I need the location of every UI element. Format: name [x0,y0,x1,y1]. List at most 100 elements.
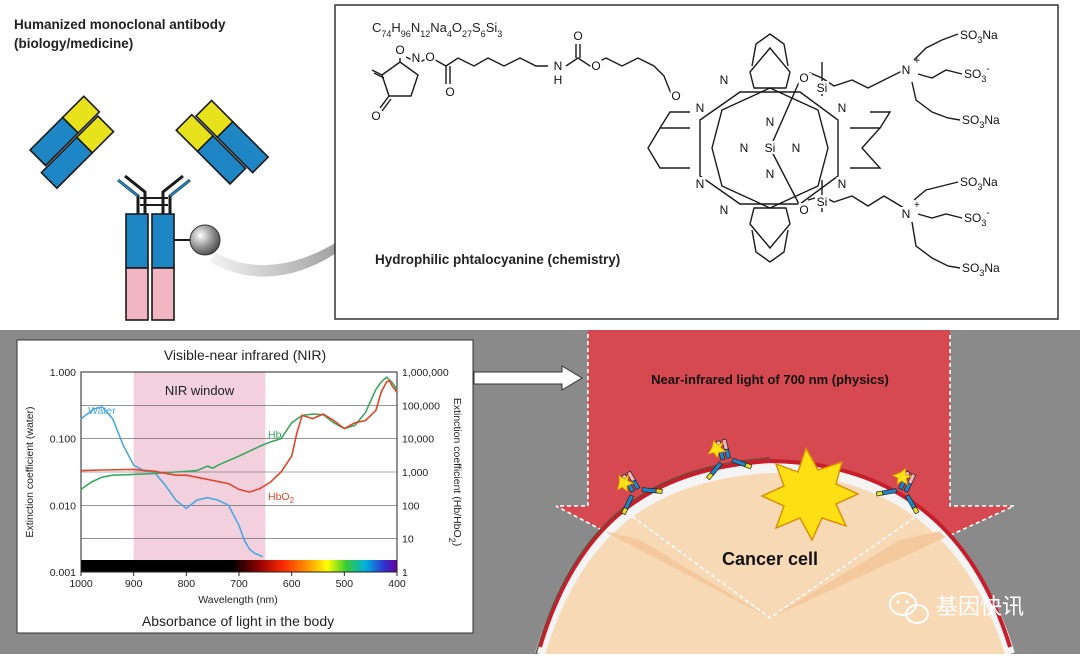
x-tick-label: 700 [230,578,248,590]
atom-label: N [554,59,563,73]
chart-plot: NIR window 1000 900 800 700 600 500 400 0.001 0.0… [50,367,449,590]
y-left-tick-label: 0.100 [50,434,76,446]
atom-label: Si [765,141,776,155]
atom-label: N [838,177,847,191]
sulfonate-label: SO3Na [960,175,998,192]
nir-window-label: NIR window [165,383,235,398]
cancer-cell-body [540,468,1010,654]
atom-label: Si [817,81,828,95]
y-left-tick-label: 1.000 [50,367,76,379]
atom-label: N [766,167,775,181]
atom-label: N [792,141,801,155]
charge-plus: + [914,56,920,67]
atom-label: O [799,71,808,85]
sulfonate-label: SO3Na [962,261,1000,278]
conjugate-ball [189,224,221,256]
chart-subtitle: Absorbance of light in the body [142,613,334,629]
y-axis-left-label: Extinction coefficient (water) [24,406,36,537]
y-right-tick-label: 1 [402,567,408,579]
atom-label: O [591,59,600,73]
molecule-panel: C74H96N12Na4O27S6Si3 Hydrophilic phtaloc… [334,4,1059,320]
y-right-tick-label: 10 [402,534,414,546]
atom-label: N [696,177,705,191]
x-tick-label: 400 [388,578,406,590]
watermark-text: 基因快讯 [936,594,1024,619]
text-part: C [372,20,381,35]
charge-plus: + [914,200,920,211]
subscript: 74 [381,29,391,39]
absorbance-chart-panel: Visible-near infrared (NIR) Absorbance o… [16,339,474,634]
antibody-title: Humanized monoclonal antibody [14,17,226,32]
y-left-tick-label: 0.010 [50,500,76,512]
text-part: N [411,20,420,35]
atom-label: N [902,207,911,221]
x-tick-label: 900 [125,578,143,590]
atom-label: N [696,101,705,115]
series-label: Water [88,405,116,417]
wechat-watermark: 基因快讯 [889,592,1024,624]
atom-label: N [902,63,911,77]
series-label: Hb [268,429,282,441]
bound-antibodies [616,438,920,516]
chart-title: Visible-near infrared (NIR) [164,347,326,363]
subscript: 2 [447,538,457,543]
text-part: H [391,20,400,35]
text-part: Na [430,20,447,35]
atom-label: N [720,73,729,87]
text-part: S [472,20,481,35]
y-axis-right-label: Extinction coefficient (Hb/HbO2) [447,398,463,546]
small-antibody-icon [705,438,753,481]
atom-label: H [554,73,563,87]
atom-label: N [766,115,775,129]
y-right-tick-label: 100,000 [402,400,440,412]
atom-label: N [838,101,847,115]
atom-label: N [720,203,729,217]
atom-label: O [671,89,680,103]
irradiation-scene: Near-infrared light of 700 nm (physics) … [535,330,1015,656]
atom-label: O [799,203,808,217]
text-part: Extinction coefficient (Hb/HbO [451,398,463,538]
y-left-tick-label: 0.001 [50,567,76,579]
spectrum-bar [81,560,397,572]
small-antibody-icon [616,470,663,516]
x-axis-label: Wavelength (nm) [198,594,278,606]
x-tick-label: 500 [336,578,354,590]
cancer-cell-label: Cancer cell [722,549,818,569]
atom-label: O [425,50,434,64]
series-line-hbo [80,379,398,493]
series-line-water [80,406,264,558]
subscript: 6 [481,29,486,39]
explosion-star-icon [760,446,860,542]
antibody-subtitle: (biology/medicine) [14,36,133,51]
atom-label: O [445,85,454,99]
small-antibody-icon [875,467,920,515]
antibody-illustration [28,95,270,321]
atom-label: Si [817,195,828,209]
y-right-tick-label: 100 [402,500,420,512]
series-label: HbO2 [268,491,295,505]
molecule-caption: Hydrophilic phtalocyanine (chemistry) [375,252,620,267]
x-tick-label: 600 [283,578,301,590]
y-right-tick-label: 1,000,000 [402,367,449,379]
y-right-tick-label: 10,000 [402,434,434,446]
series-line-hb [80,376,398,491]
y-right-tick-label: 1,000 [402,467,428,479]
sulfonate-label: SO3- [964,64,990,84]
subscript: 27 [462,29,472,39]
atom-label: O [573,29,582,43]
subscript: 4 [447,29,452,39]
sulfonate-label: SO3Na [960,28,998,45]
subscript: 3 [497,29,502,39]
light-label: Near-infrared light of 700 nm (physics) [651,372,889,387]
sulfonate-label: SO3- [964,208,990,228]
x-tick-label: 800 [178,578,196,590]
sulfonate-label: SO3Na [962,113,1000,130]
atom-label: N [740,141,749,155]
text-part: Si [486,20,498,35]
text-part: ) [451,543,463,547]
subscript: 96 [401,29,411,39]
x-tick-label: 1000 [69,578,93,590]
subscript: 12 [420,29,430,39]
